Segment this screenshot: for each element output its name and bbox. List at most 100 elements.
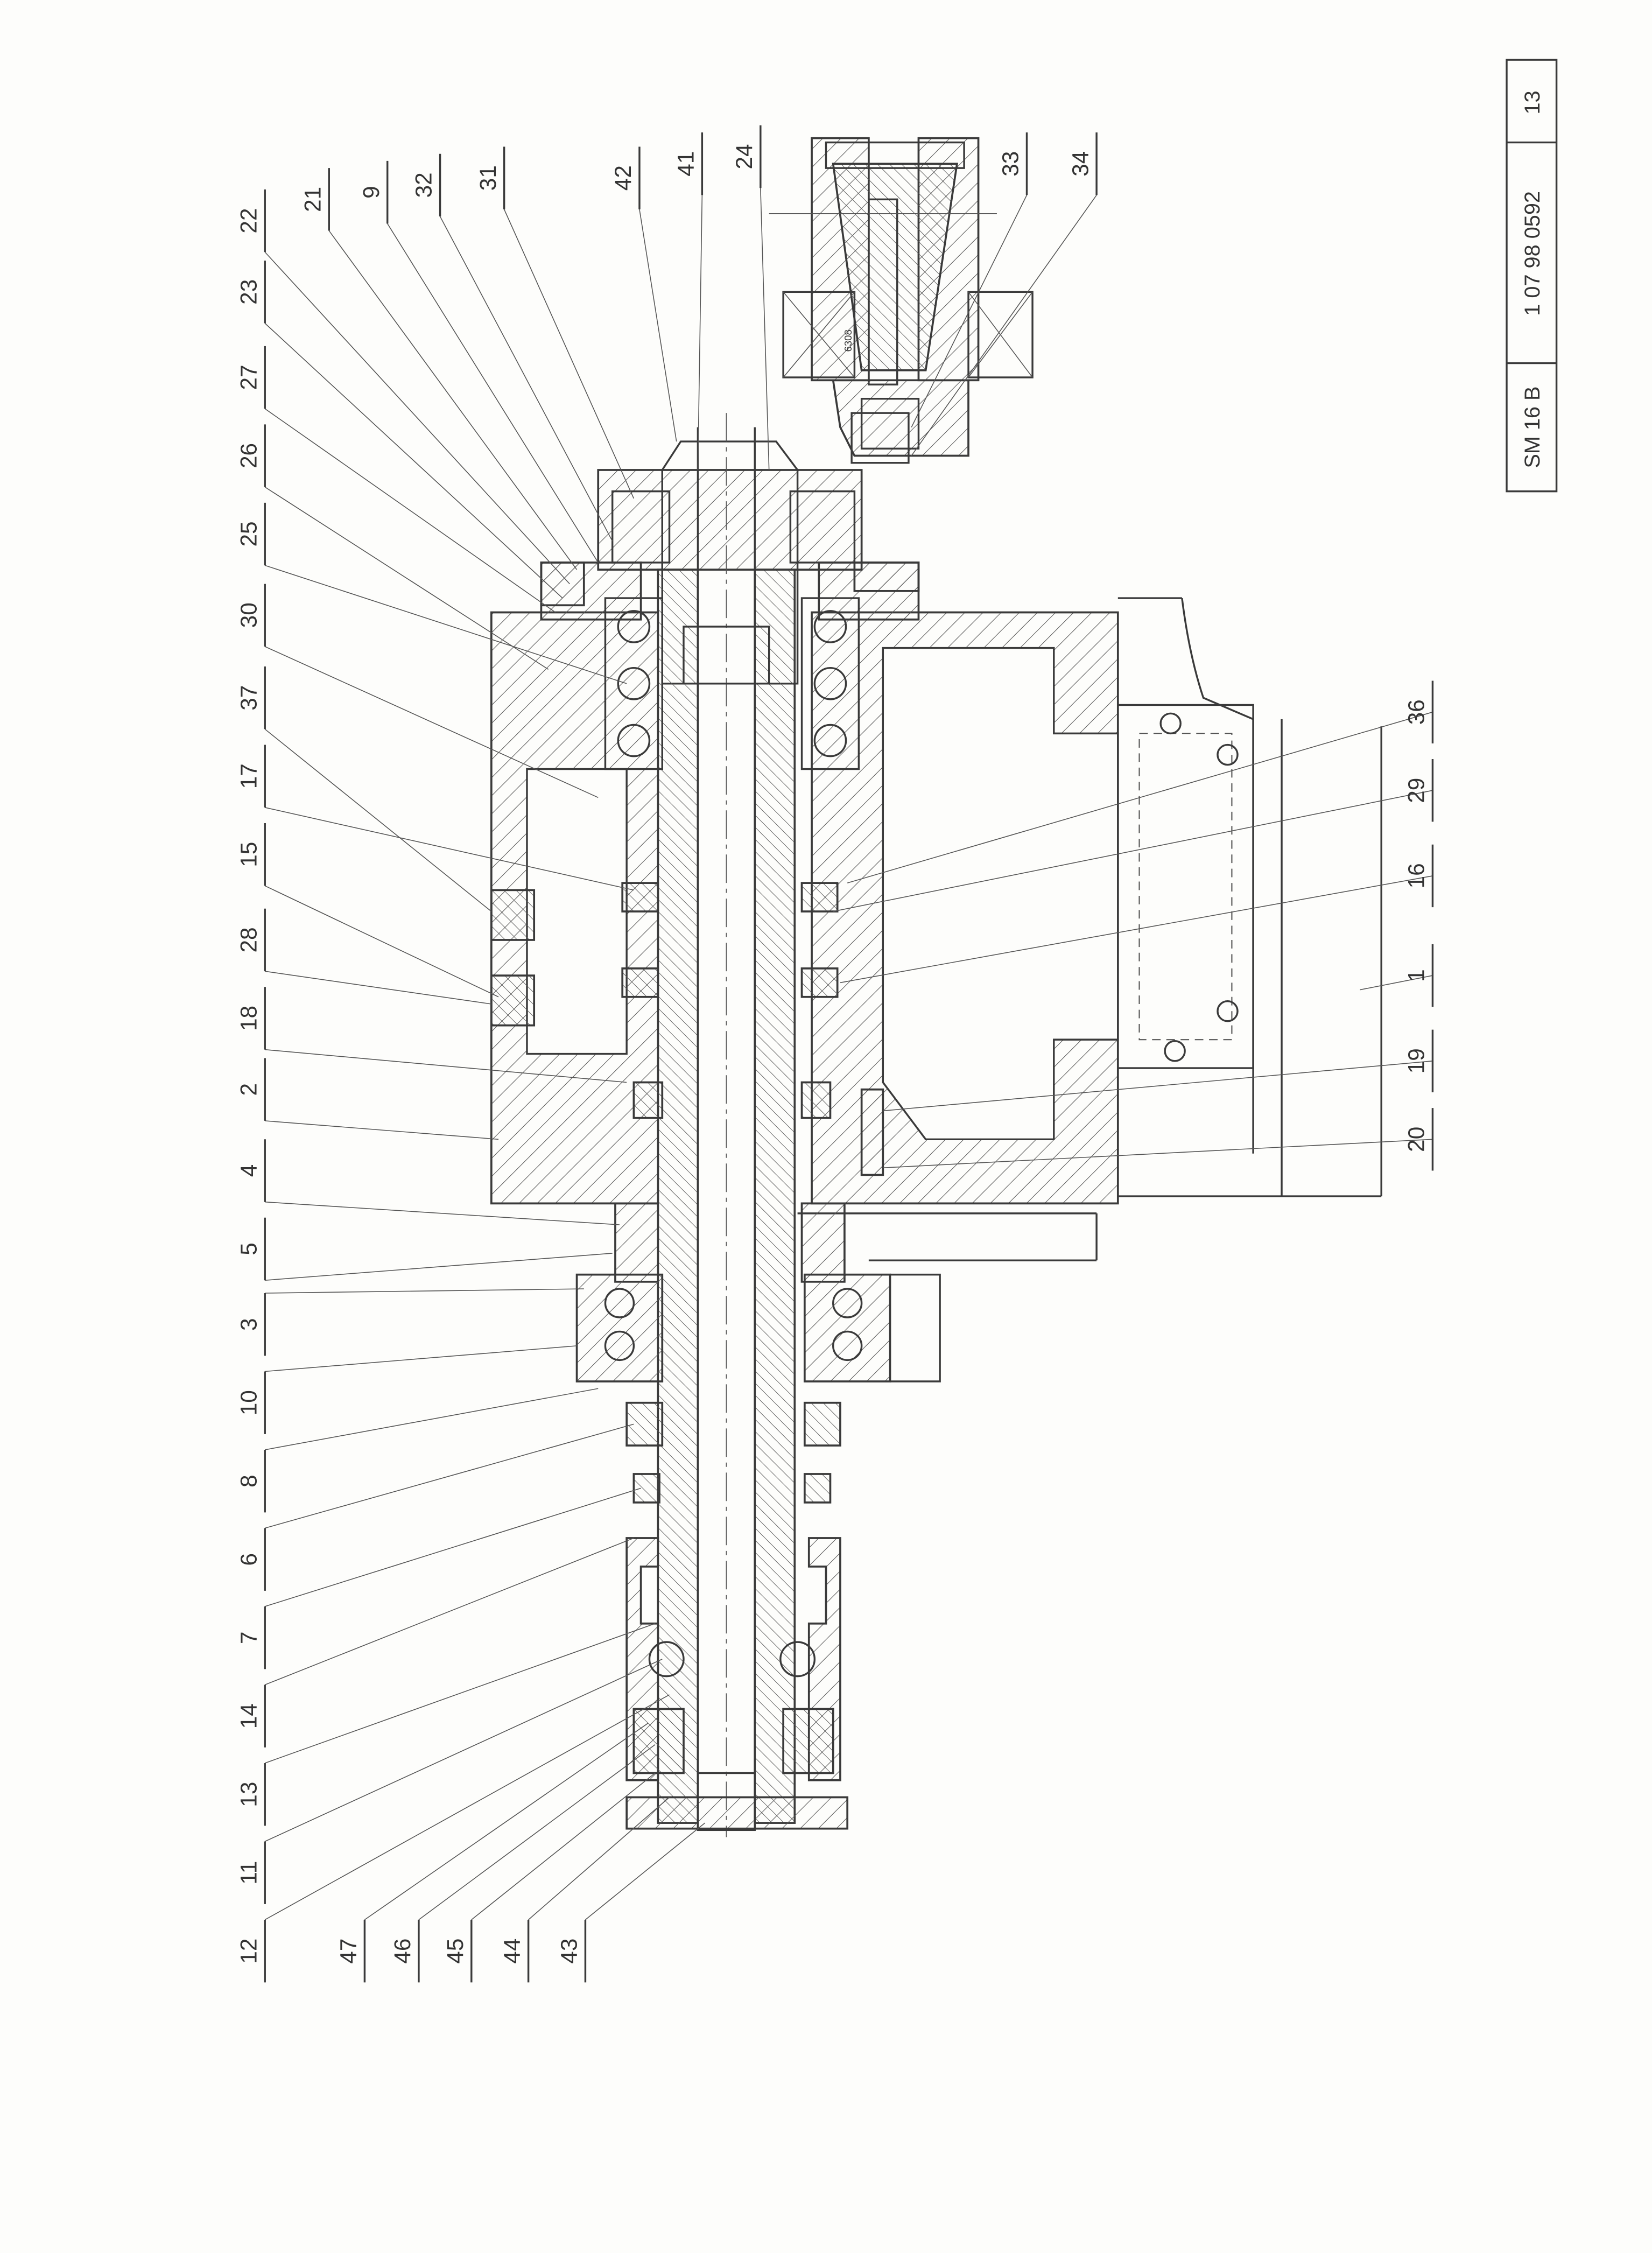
leader-line <box>439 216 613 542</box>
spacers-and-seals <box>490 882 884 1176</box>
part-label-29: 29 <box>833 759 1434 912</box>
leader-line <box>697 195 703 470</box>
leader-line <box>471 1772 656 1920</box>
part-label-19: 19 <box>883 1029 1434 1112</box>
part-label-26: 26 <box>236 424 549 670</box>
part-number: 29 <box>1404 778 1429 803</box>
leader-line <box>265 1345 577 1372</box>
part-label-32: 32 <box>411 153 613 542</box>
leader-line <box>418 1744 656 1920</box>
leader-line <box>528 1796 670 1920</box>
title-block: 13 1 07 98 0592 SM 16 B <box>1506 59 1558 493</box>
leader-line <box>585 1822 706 1920</box>
part-number: 25 <box>236 521 261 546</box>
part-label-20: 20 <box>883 1108 1434 1171</box>
leader-line <box>328 230 578 570</box>
part-label-17: 17 <box>236 745 634 891</box>
part-label-23: 23 <box>236 261 563 599</box>
leader-line <box>639 209 677 442</box>
leader-line <box>911 194 1097 456</box>
part-number: 15 <box>236 842 261 867</box>
part-number: 30 <box>236 602 261 628</box>
part-number: 27 <box>236 364 261 390</box>
leader-line <box>883 1139 1433 1169</box>
part-label-31: 31 <box>475 146 635 499</box>
part-number: 8 <box>236 1475 261 1487</box>
part-number: 23 <box>236 279 261 305</box>
part-labels: 2223272625303717152818245310867141311122… <box>236 125 1434 1983</box>
part-number: 32 <box>411 172 437 198</box>
part-number: 36 <box>1404 699 1429 725</box>
leader-line <box>264 408 556 613</box>
part-label-3: 3 <box>236 1288 584 1356</box>
leader-line <box>265 807 634 891</box>
leader-line <box>265 1288 584 1294</box>
leader-line <box>264 646 599 798</box>
part-number: 33 <box>998 151 1023 177</box>
leader-line <box>760 188 770 471</box>
part-label-22: 22 <box>236 189 570 585</box>
part-number: 19 <box>1404 1048 1429 1073</box>
part-number: 14 <box>236 1703 261 1729</box>
part-label-42: 42 <box>610 146 677 442</box>
part-label-25: 25 <box>236 502 627 684</box>
part-label-6: 6 <box>236 1423 634 1591</box>
part-number: 44 <box>500 1939 525 1964</box>
leader-line <box>387 223 599 563</box>
leader-line <box>264 1623 656 1764</box>
part-label-11: 11 <box>236 1659 663 1904</box>
part-label-9: 9 <box>358 160 599 563</box>
leader-line <box>264 1659 663 1842</box>
part-label-18: 18 <box>236 987 627 1083</box>
part-number: 17 <box>236 763 261 789</box>
part-number: 7 <box>236 1631 261 1644</box>
part-number: 34 <box>1067 151 1093 177</box>
part-label-46: 46 <box>390 1744 656 1983</box>
part-label-27: 27 <box>236 346 556 613</box>
part-label-7: 7 <box>236 1487 641 1669</box>
part-number: 20 <box>1404 1127 1429 1152</box>
part-number: 4 <box>236 1164 261 1177</box>
part-number: 12 <box>236 1939 261 1964</box>
machine-base <box>797 597 1382 1382</box>
part-label-44: 44 <box>500 1796 670 1983</box>
leader-line <box>264 1694 670 1920</box>
leader-line <box>265 1120 499 1140</box>
part-number: 41 <box>673 151 698 177</box>
leader-line <box>264 1487 641 1607</box>
part-number: 42 <box>610 165 636 191</box>
part-label-47: 47 <box>336 1723 649 1983</box>
part-label-13: 13 <box>236 1623 656 1826</box>
part-number: 3 <box>236 1318 261 1331</box>
leader-line <box>264 1538 634 1686</box>
leader-line <box>265 1423 634 1529</box>
leader-line <box>833 790 1433 912</box>
machine-code: SM 16 B <box>1521 387 1544 468</box>
part-label-28: 28 <box>236 908 491 1005</box>
leader-line <box>264 885 499 998</box>
front-bearings <box>604 597 860 770</box>
spindle-housing <box>490 562 1119 1205</box>
part-label-5: 5 <box>236 1217 613 1281</box>
part-number: 2 <box>236 1083 261 1096</box>
detail-view-drawbar: 6308 <box>769 137 1034 464</box>
part-number: 18 <box>236 1006 261 1031</box>
leader-line <box>265 1388 599 1450</box>
leader-line <box>840 875 1433 984</box>
part-number: 6 <box>236 1553 261 1566</box>
leader-line <box>503 209 635 499</box>
part-number: 46 <box>390 1939 415 1964</box>
sheet-number: 13 <box>1521 90 1544 114</box>
bearing-code: 6308 <box>842 329 854 352</box>
part-label-12: 12 <box>236 1694 670 1983</box>
part-label-1: 1 <box>1360 944 1434 1007</box>
leader-line <box>1360 975 1433 991</box>
part-number: 9 <box>358 186 384 199</box>
part-number: 10 <box>236 1390 261 1415</box>
leader-line <box>264 565 627 684</box>
part-number: 22 <box>236 208 261 233</box>
leader-line <box>264 251 570 585</box>
part-label-10: 10 <box>236 1345 577 1434</box>
part-number: 11 <box>236 1861 261 1885</box>
leader-line <box>265 971 491 1005</box>
